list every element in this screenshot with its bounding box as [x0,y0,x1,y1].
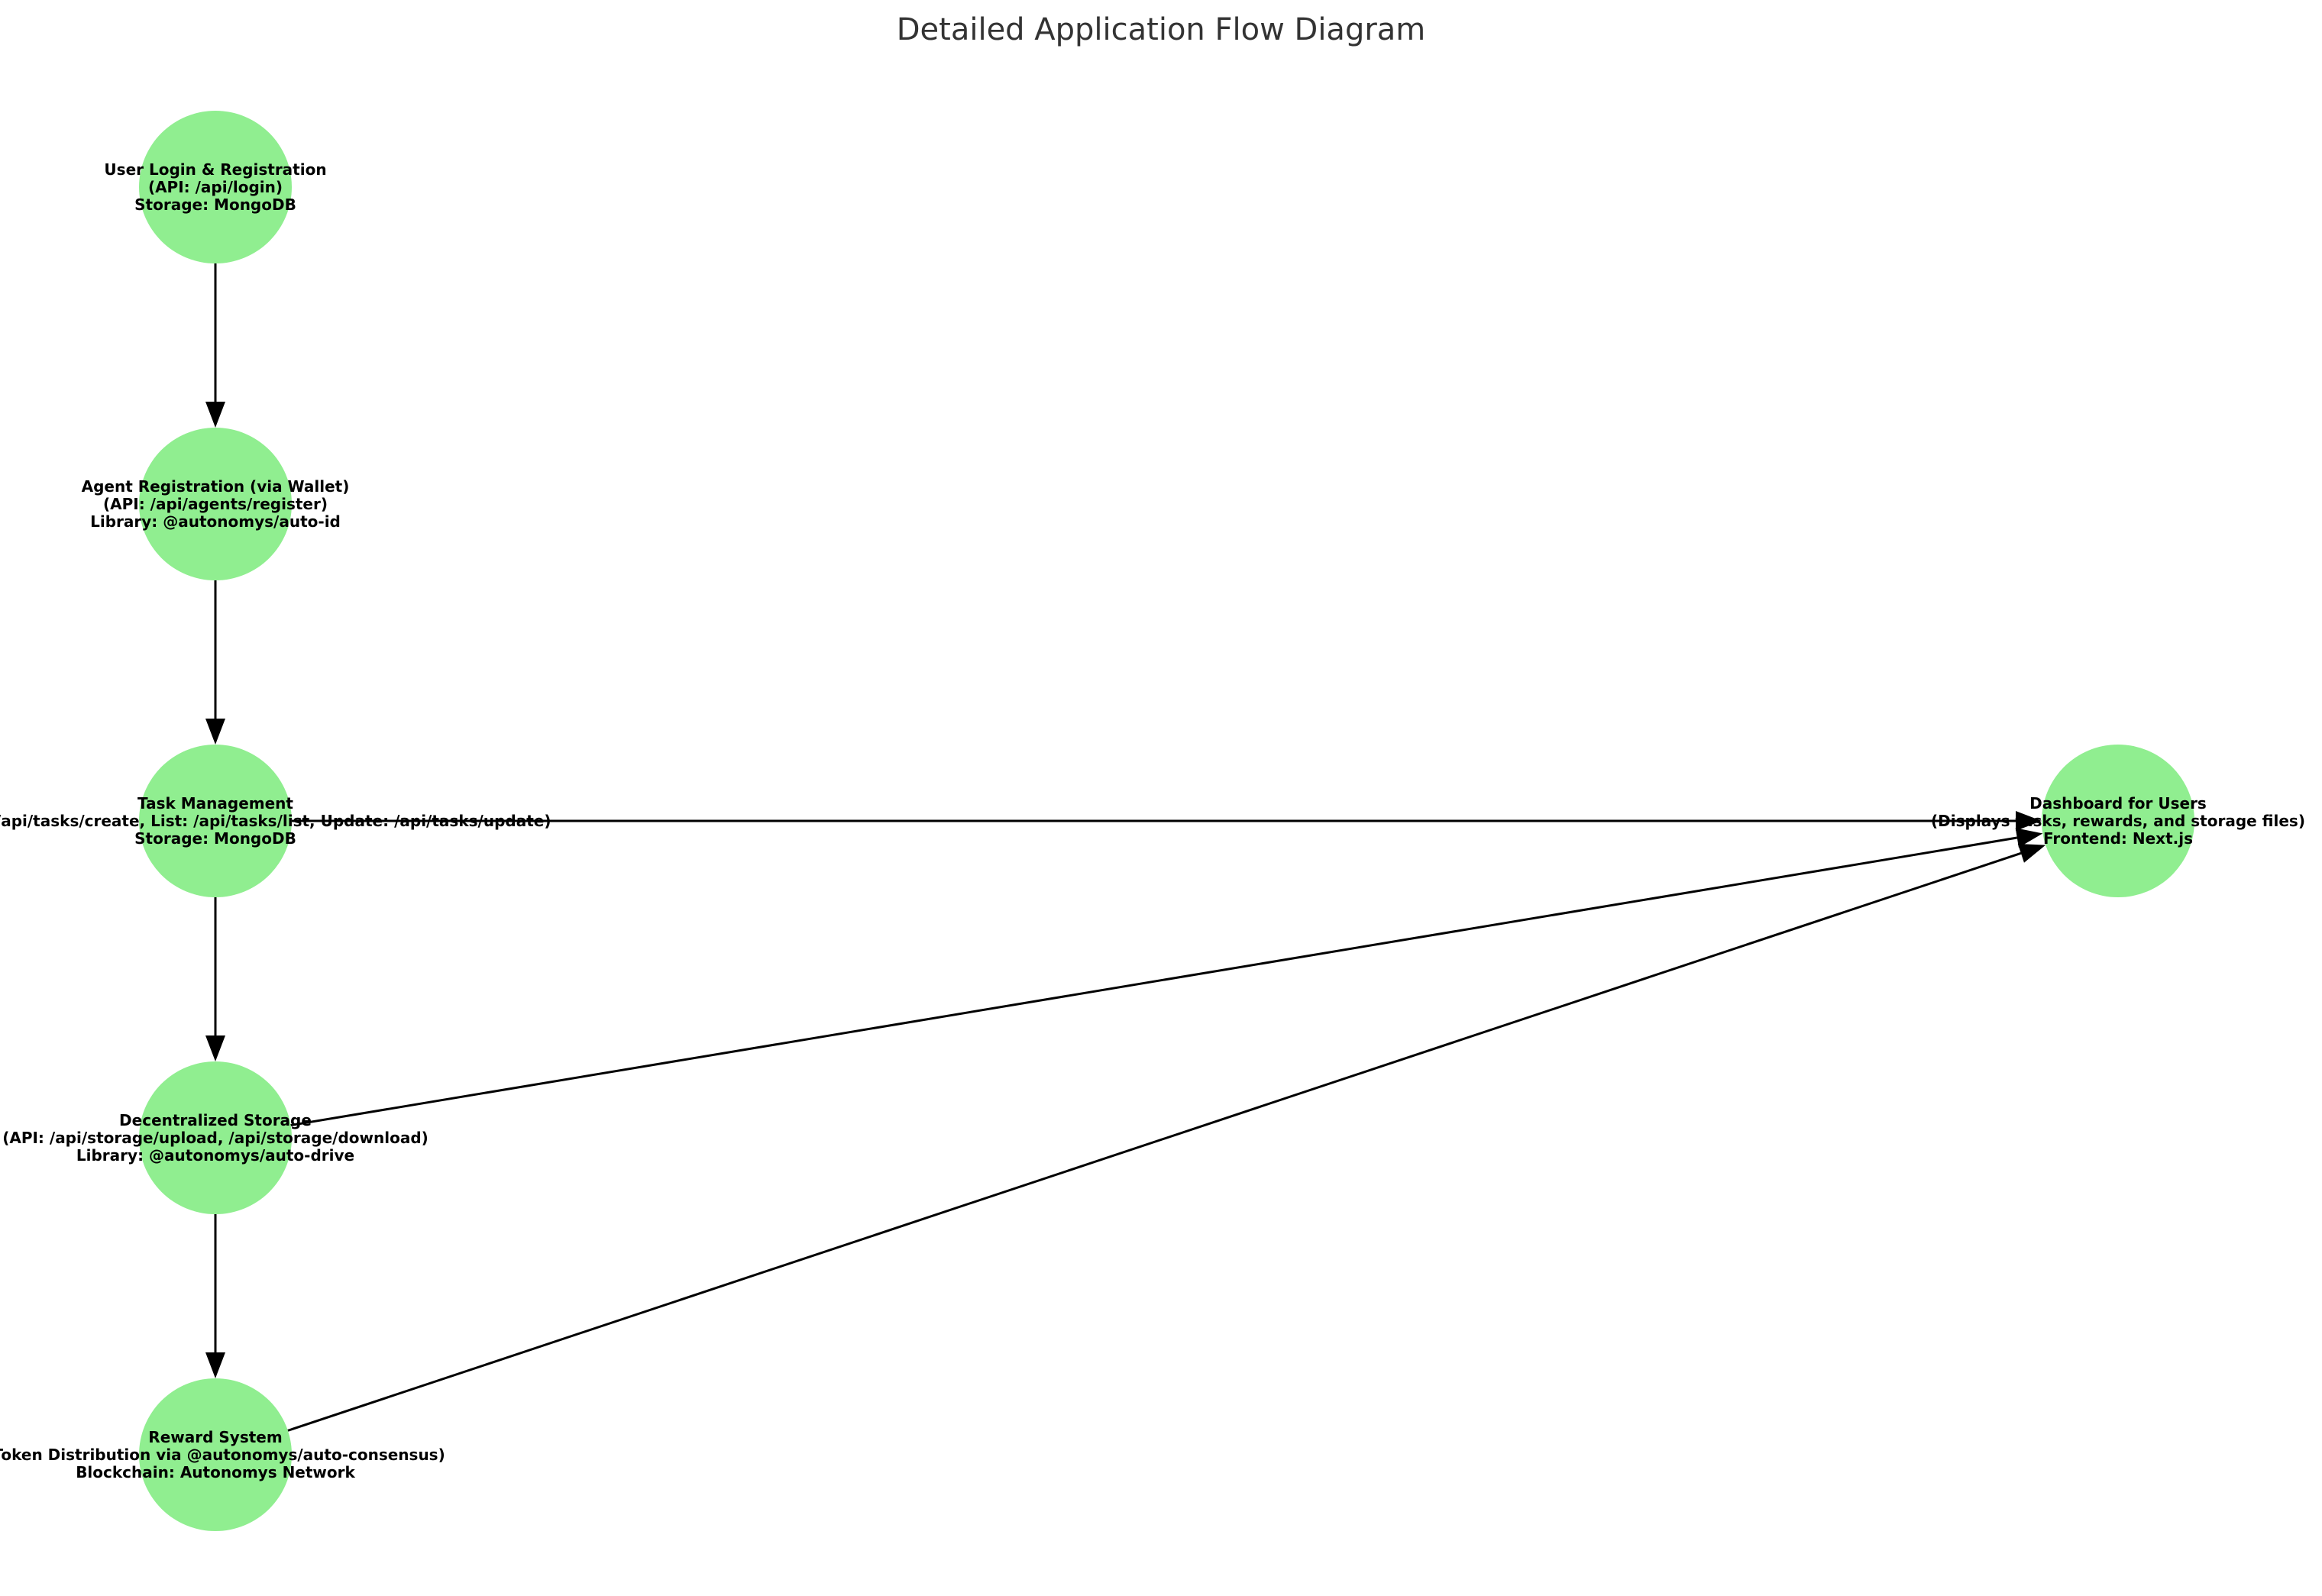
node-agent [139,428,292,580]
node-label-line: Library: @autonomys/auto-drive [76,1146,354,1165]
node-label-line: Decentralized Storage [119,1111,312,1129]
node-label-line: Reward System [148,1428,282,1446]
node-label-line: Task Management [137,794,293,813]
node-label-line: (Token Distribution via @autonomys/auto-… [0,1446,445,1464]
node-dashboard [2042,745,2194,897]
node-label-task: Task Management(API: Create: /api/tasks/… [0,794,551,848]
node-label-login: User Login & Registration(API: /api/logi… [104,160,326,214]
arrowhead-task-to-dashboard [2016,811,2042,831]
node-label-line: Storage: MongoDB [134,195,296,214]
arrowhead-task-to-storage [205,1035,225,1061]
arrowhead-storage-to-dashboard [2015,828,2043,848]
node-label-line: (API: /api/login) [148,178,283,196]
edge-reward-to-dashboard [287,851,2022,1432]
node-storage [139,1061,292,1214]
node-label-reward: Reward System(Token Distribution via @au… [0,1428,445,1481]
diagram-title: Detailed Application Flow Diagram [897,12,1426,47]
edge-storage-to-dashboard [290,836,2018,1127]
node-label-line: (API: Create: /api/tasks/create, List: /… [0,812,551,830]
node-label-dashboard: Dashboard for Users(Displays tasks, rewa… [1931,794,2305,848]
arrowhead-agent-to-task [205,719,225,745]
node-task [139,745,292,897]
node-label-agent: Agent Registration (via Wallet)(API: /ap… [82,477,350,531]
edges-layer [205,263,2046,1432]
node-label-line: Dashboard for Users [2029,794,2207,813]
node-label-line: User Login & Registration [104,160,326,179]
node-label-line: Frontend: Next.js [2043,829,2193,848]
arrowhead-storage-to-reward [205,1352,225,1378]
nodes-layer [139,111,2194,1531]
node-label-line: (API: /api/agents/register) [103,495,328,513]
node-label-line: (API: /api/storage/upload, /api/storage/… [2,1129,429,1147]
arrowhead-reward-to-dashboard [2017,844,2046,863]
labels-layer: User Login & Registration(API: /api/logi… [0,160,2305,1481]
node-label-storage: Decentralized Storage(API: /api/storage/… [2,1111,429,1165]
node-label-line: Blockchain: Autonomys Network [76,1463,355,1481]
node-label-line: Library: @autonomys/auto-id [90,512,341,531]
arrowhead-login-to-agent [205,402,225,428]
node-login [139,111,292,263]
node-label-line: Agent Registration (via Wallet) [82,477,350,496]
node-reward [139,1378,292,1531]
node-label-line: Storage: MongoDB [134,829,296,848]
node-label-line: (Displays tasks, rewards, and storage fi… [1931,812,2305,830]
